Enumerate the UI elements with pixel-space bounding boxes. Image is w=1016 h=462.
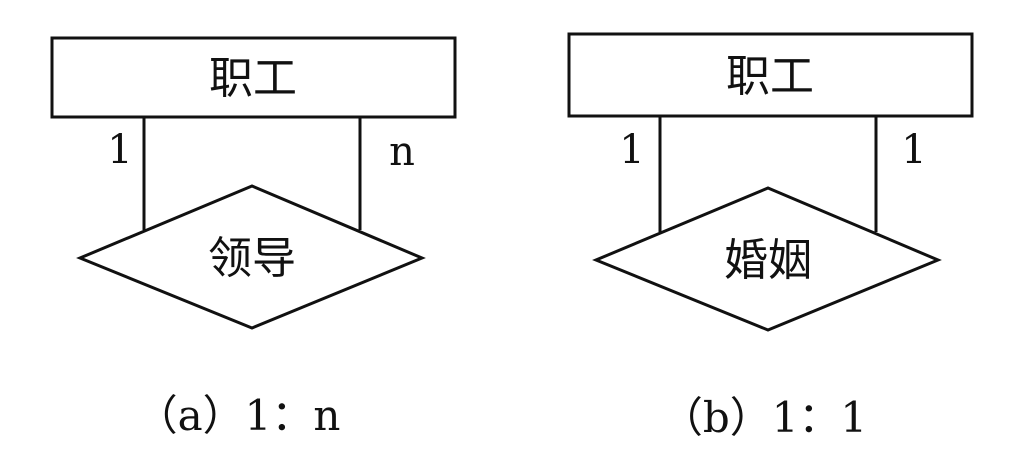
entity-label-a: 职工 xyxy=(209,53,297,104)
caption-b: （b）1：1 xyxy=(661,393,867,442)
caption-a: （a）1：n xyxy=(136,391,341,440)
entity-box-a xyxy=(50,36,457,119)
relationship-label-a: 领导 xyxy=(208,233,296,284)
cardinality-label-a-right: n xyxy=(389,129,415,175)
er-diagram-a: 职工 1 n 领导 （a）1：n xyxy=(50,36,457,440)
entity-label-b: 职工 xyxy=(726,51,814,102)
cardinality-label-a-left: 1 xyxy=(107,127,132,173)
entity-box-b xyxy=(567,32,974,118)
relationship-label-b: 婚姻 xyxy=(724,235,812,286)
er-diagram-b: 职工 1 1 婚姻 （b）1：1 xyxy=(567,32,974,442)
cardinality-label-b-left: 1 xyxy=(619,127,644,173)
relationship-diamond-a xyxy=(76,184,426,330)
relationship-diamond-b xyxy=(592,186,942,332)
cardinality-label-b-right: 1 xyxy=(901,127,926,173)
